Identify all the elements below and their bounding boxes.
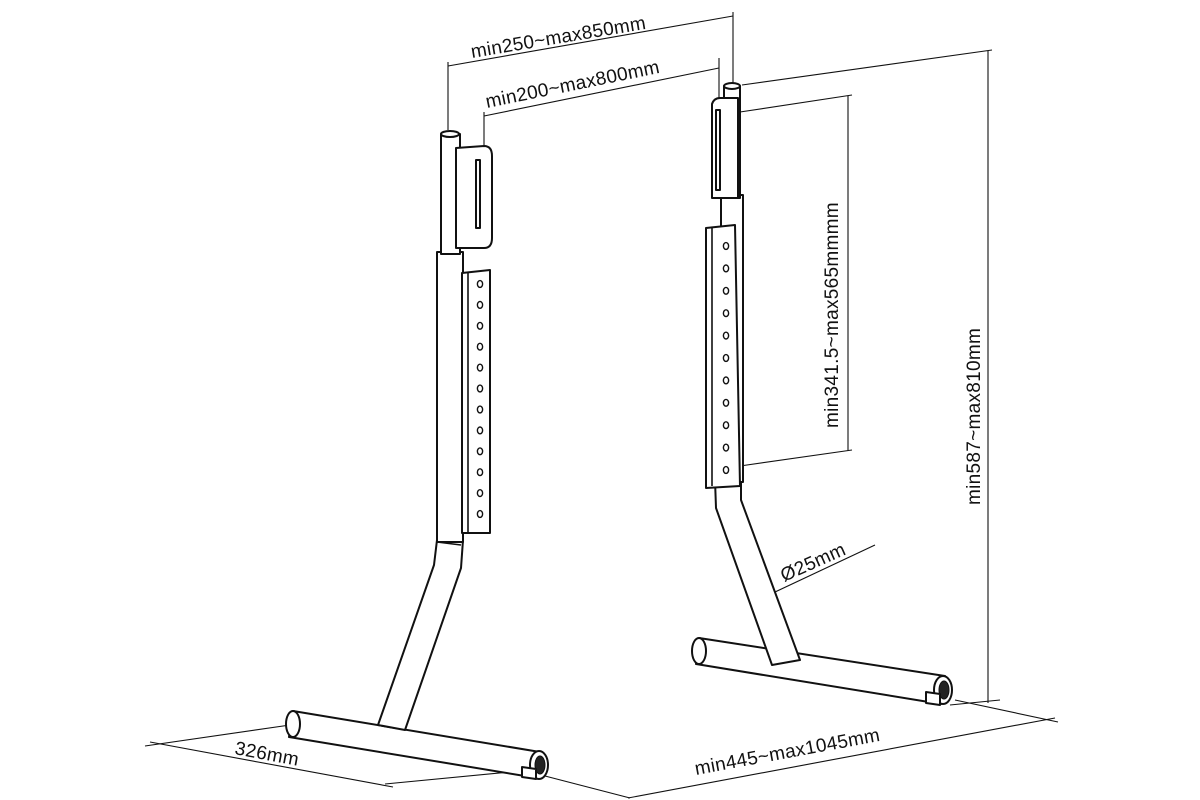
base-depth-label: 326mm <box>233 738 301 770</box>
bracket-hole <box>476 405 484 414</box>
bracket-hole <box>722 309 730 318</box>
bracket-hole <box>476 321 484 330</box>
bracket-hole <box>722 465 730 475</box>
dimension-lines <box>144 12 1059 799</box>
bracket-hole <box>476 426 484 435</box>
right-bracket-holes <box>722 241 730 475</box>
bracket-hole <box>476 279 484 289</box>
bracket-hole <box>722 376 730 385</box>
bracket-hole <box>722 264 730 273</box>
bracket-hole <box>476 342 484 351</box>
bracket-hole <box>476 468 484 477</box>
bracket-hole <box>476 300 484 310</box>
bracket-hole <box>476 363 484 372</box>
bracket-hole <box>476 489 484 498</box>
bracket-hole <box>722 241 730 251</box>
bracket-hole <box>722 398 730 407</box>
bracket-hole <box>476 384 484 393</box>
bracket-hole <box>722 353 730 363</box>
bracket-hole <box>722 421 730 430</box>
right-leg <box>691 82 953 706</box>
bracket-hole <box>722 331 730 340</box>
tube-diameter-label: Ø25mm <box>777 539 849 586</box>
bracket-hole <box>476 447 484 456</box>
bracket-hole <box>476 509 484 519</box>
left-leg <box>285 130 549 780</box>
bracket-hole <box>722 286 730 295</box>
top-width-label: min250~max850mm <box>469 13 647 63</box>
total-height-label: min587~max810mm <box>964 328 985 505</box>
bracket-hole <box>722 443 730 452</box>
bracket-height-label: min341.5~max565mmmm <box>822 202 843 428</box>
base-width-label: min445~max1045mm <box>693 725 882 780</box>
left-bracket-holes <box>476 279 484 519</box>
